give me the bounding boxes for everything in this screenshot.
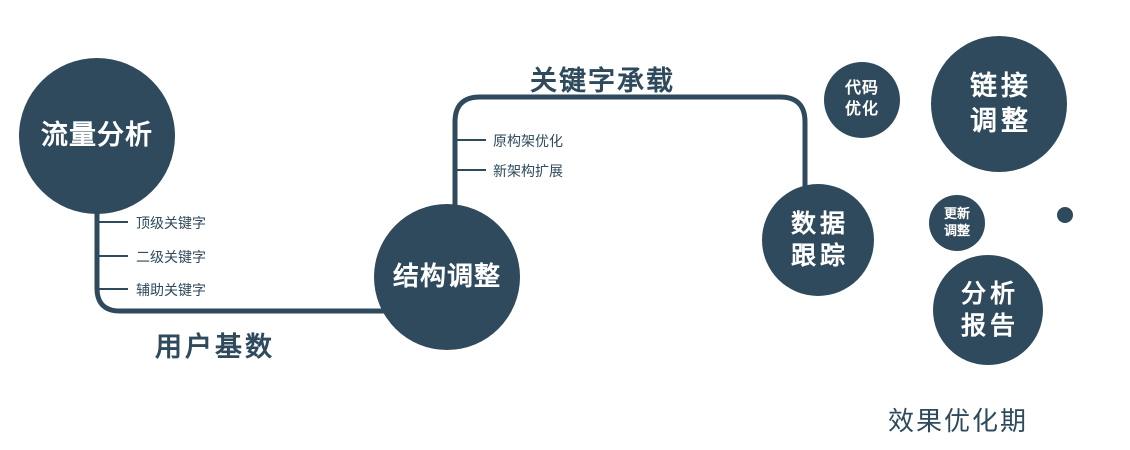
caption-effect-optimization: 效果优化期 bbox=[888, 406, 1029, 436]
node-link-adjustment: 链接 调整 bbox=[931, 36, 1067, 172]
edge-structure-to-tracking bbox=[452, 94, 808, 212]
node-structure-adjust: 结构调整 bbox=[374, 204, 520, 350]
node-traffic-analysis-label: 流量分析 bbox=[41, 120, 153, 151]
node-link-adjustment-line2: 调整 bbox=[970, 106, 1032, 136]
node-update-adjustment: 更新 调整 bbox=[929, 195, 985, 251]
dot-node bbox=[1057, 207, 1073, 223]
node-code-optimization-line2: 优化 bbox=[844, 101, 879, 118]
node-data-tracking: 数据 跟踪 bbox=[762, 184, 874, 296]
edge-label-keyword-carrying: 关键字承载 bbox=[530, 66, 675, 96]
branch-label-aux-keyword: 辅助关键字 bbox=[136, 282, 206, 298]
branch-label-arch-optimize: 原构架优化 bbox=[493, 133, 563, 149]
branch-label-top-keyword: 顶级关键字 bbox=[136, 215, 206, 231]
node-analysis-report-line1: 分析 bbox=[960, 279, 1019, 308]
node-update-adjustment-line1: 更新 bbox=[943, 206, 970, 222]
node-code-optimization-line1: 代码 bbox=[844, 80, 879, 98]
node-data-tracking-line2: 跟踪 bbox=[790, 242, 849, 270]
node-link-adjustment-line1: 链接 bbox=[970, 70, 1032, 101]
branch-label-second-keyword: 二级关键字 bbox=[136, 249, 206, 265]
node-analysis-report: 分析 报告 bbox=[933, 255, 1043, 365]
node-structure-adjust-label: 结构调整 bbox=[392, 261, 501, 292]
node-analysis-report-line2: 报告 bbox=[960, 312, 1019, 340]
node-traffic-analysis: 流量分析 bbox=[19, 58, 175, 214]
node-data-tracking-line1: 数据 bbox=[790, 209, 849, 238]
node-update-adjustment-line2: 调整 bbox=[943, 223, 970, 238]
node-code-optimization: 代码 优化 bbox=[824, 62, 900, 138]
edge-label-user-base: 用户基数 bbox=[155, 332, 275, 362]
branch-label-arch-expand: 新架构扩展 bbox=[493, 163, 563, 179]
